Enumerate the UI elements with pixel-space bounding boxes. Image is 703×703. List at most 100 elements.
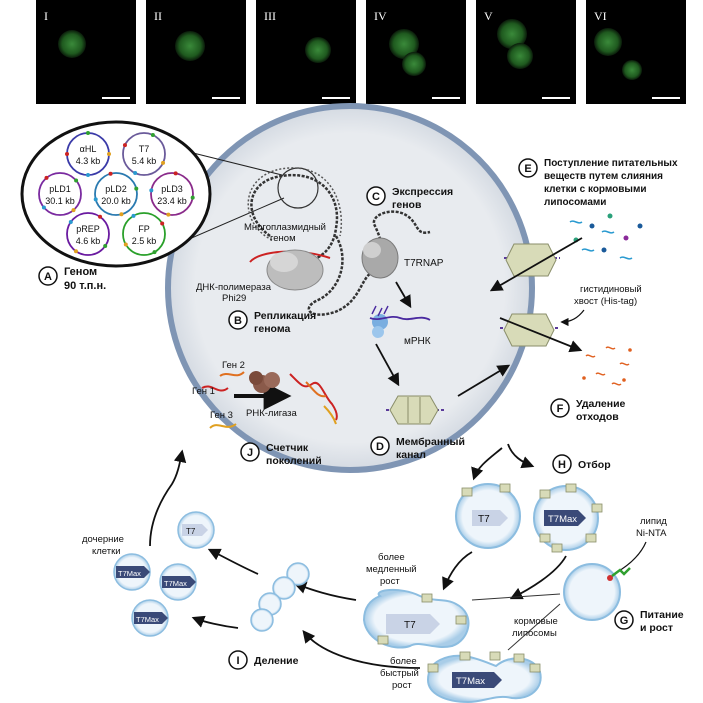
cell-fluorescence: [389, 29, 419, 59]
genome-title: Геном: [64, 266, 97, 278]
t7max-label: T7Max: [548, 514, 577, 525]
nutrient-title: веществ путем слияния: [544, 171, 663, 182]
mrna-strand: [369, 315, 431, 321]
plasmid-gene-segment: [86, 131, 90, 135]
plasmid-gene-segment: [41, 205, 46, 210]
arrow-selection-to-fast: [509, 555, 567, 600]
plasmid-size: 30.1 kb: [45, 196, 75, 206]
nutrient-molecules: [569, 213, 643, 260]
counter-title: Счетчик: [266, 442, 309, 454]
polymerase-label: Phi29: [222, 293, 246, 304]
nutrient: [637, 223, 643, 229]
daughter-cells-label: клетки: [92, 546, 121, 557]
nutrient: [607, 213, 613, 219]
nutrient: [589, 223, 595, 229]
channel-protein: [421, 593, 433, 603]
label-generation-counter: J Счетчик поколений: [240, 442, 322, 467]
t7max-promoter-arrow: [452, 672, 502, 688]
plasmid-gene-segment: [161, 160, 166, 165]
arrow-division-to-daughters: [207, 548, 259, 575]
counter-title: поколений: [266, 455, 322, 467]
channel-title: канал: [396, 449, 426, 461]
plasmid-name: FP: [138, 224, 150, 234]
badge-letter: G: [620, 615, 629, 627]
t7-rna-polymerase: [363, 242, 381, 258]
ligated-rna: [289, 373, 338, 421]
cell-fluorescence: [622, 60, 642, 80]
cell-fluorescence: [305, 37, 331, 63]
t7-promoter-arrow: [182, 524, 208, 536]
plasmid-gene-segment: [93, 197, 98, 202]
badge-h: [552, 454, 572, 474]
plasmid-ring: [122, 212, 166, 256]
badge-d: [370, 436, 390, 456]
badge-letter: B: [234, 315, 242, 327]
peptide-chain: [371, 305, 389, 317]
badge-letter: C: [372, 191, 380, 203]
lipid-label: Ni-NTA: [636, 528, 667, 539]
micrograph-label-3: III: [264, 9, 276, 23]
waste: [622, 378, 626, 382]
dna-multiplasmid: [247, 167, 431, 316]
polymerase-label: ДНК-полимераза: [196, 282, 272, 293]
slower-growth-label: более: [378, 552, 405, 563]
mrna-label: мРНК: [404, 336, 431, 347]
cell-fluorescence: [497, 19, 527, 49]
plasmid-gene-segment: [134, 186, 139, 191]
waste: [595, 372, 606, 376]
waste-title: Удаление: [576, 398, 626, 410]
badge-j: [240, 442, 260, 462]
plasmid-name: pLD1: [49, 184, 71, 194]
t7max-label: T7Max: [136, 615, 159, 624]
badge-c: [366, 186, 386, 206]
t7max-promoter-arrow: [162, 576, 196, 588]
nutrient: [581, 248, 595, 252]
badge-a: [38, 266, 58, 286]
label-replication: B Репликация генома: [228, 310, 316, 335]
cell-fluorescence: [402, 52, 426, 76]
plasmid-ring: [66, 132, 110, 176]
waste: [585, 354, 596, 358]
label-membrane-channel: D Мембранный канал: [370, 436, 465, 461]
dividing-cell: [250, 608, 274, 632]
selection-title: Отбор: [578, 459, 611, 471]
badge-b: [228, 310, 248, 330]
feeding-title: Питание: [640, 609, 684, 621]
badge-letter: E: [524, 163, 531, 175]
cell-fluorescence: [594, 28, 622, 56]
nutrient: [601, 230, 615, 234]
t7max-promoter-arrow: [544, 510, 586, 526]
label-nutrient-uptake: E Поступление питательных веществ путем …: [518, 158, 678, 208]
plasmid-gene-segment: [108, 171, 113, 176]
feeding-title: и рост: [640, 622, 673, 634]
badge-letter: J: [247, 447, 253, 459]
plasmid-ring: [150, 172, 194, 216]
gene-1-rna: [201, 385, 229, 392]
micrograph-panel-1: [36, 0, 136, 104]
channel-protein: [591, 503, 603, 513]
channel-protein: [499, 483, 511, 493]
plasmid-gene-segment: [160, 221, 165, 226]
slower-growth-label: медленный: [366, 564, 417, 575]
plasmid-name: pREP: [76, 224, 100, 234]
plasmid-size: 2.5 kb: [132, 236, 157, 246]
t7rnap-label: T7RNAP: [404, 258, 444, 269]
badge-letter: A: [44, 271, 52, 283]
arrow-mrna-to-channel: [375, 343, 400, 387]
plasmid-gene-segment: [119, 212, 124, 217]
channel-title: Мембранный: [396, 436, 465, 448]
ribosome: [372, 326, 384, 338]
dividing-cell: [272, 576, 296, 600]
micrograph-label-4: IV: [374, 9, 387, 23]
uptake-channel: [504, 243, 560, 277]
lipid-label: липид: [640, 516, 667, 527]
label-feeding: G Питание и рост: [614, 609, 684, 634]
t7max-label: T7Max: [456, 676, 485, 687]
rna-ligase: [264, 372, 280, 388]
expression-title: генов: [392, 199, 422, 211]
plasmid-gene-segment: [150, 132, 155, 137]
replication-title: генома: [254, 323, 290, 335]
plasmid-gene-segment: [73, 249, 78, 254]
micrograph-label-5: V: [484, 9, 493, 23]
